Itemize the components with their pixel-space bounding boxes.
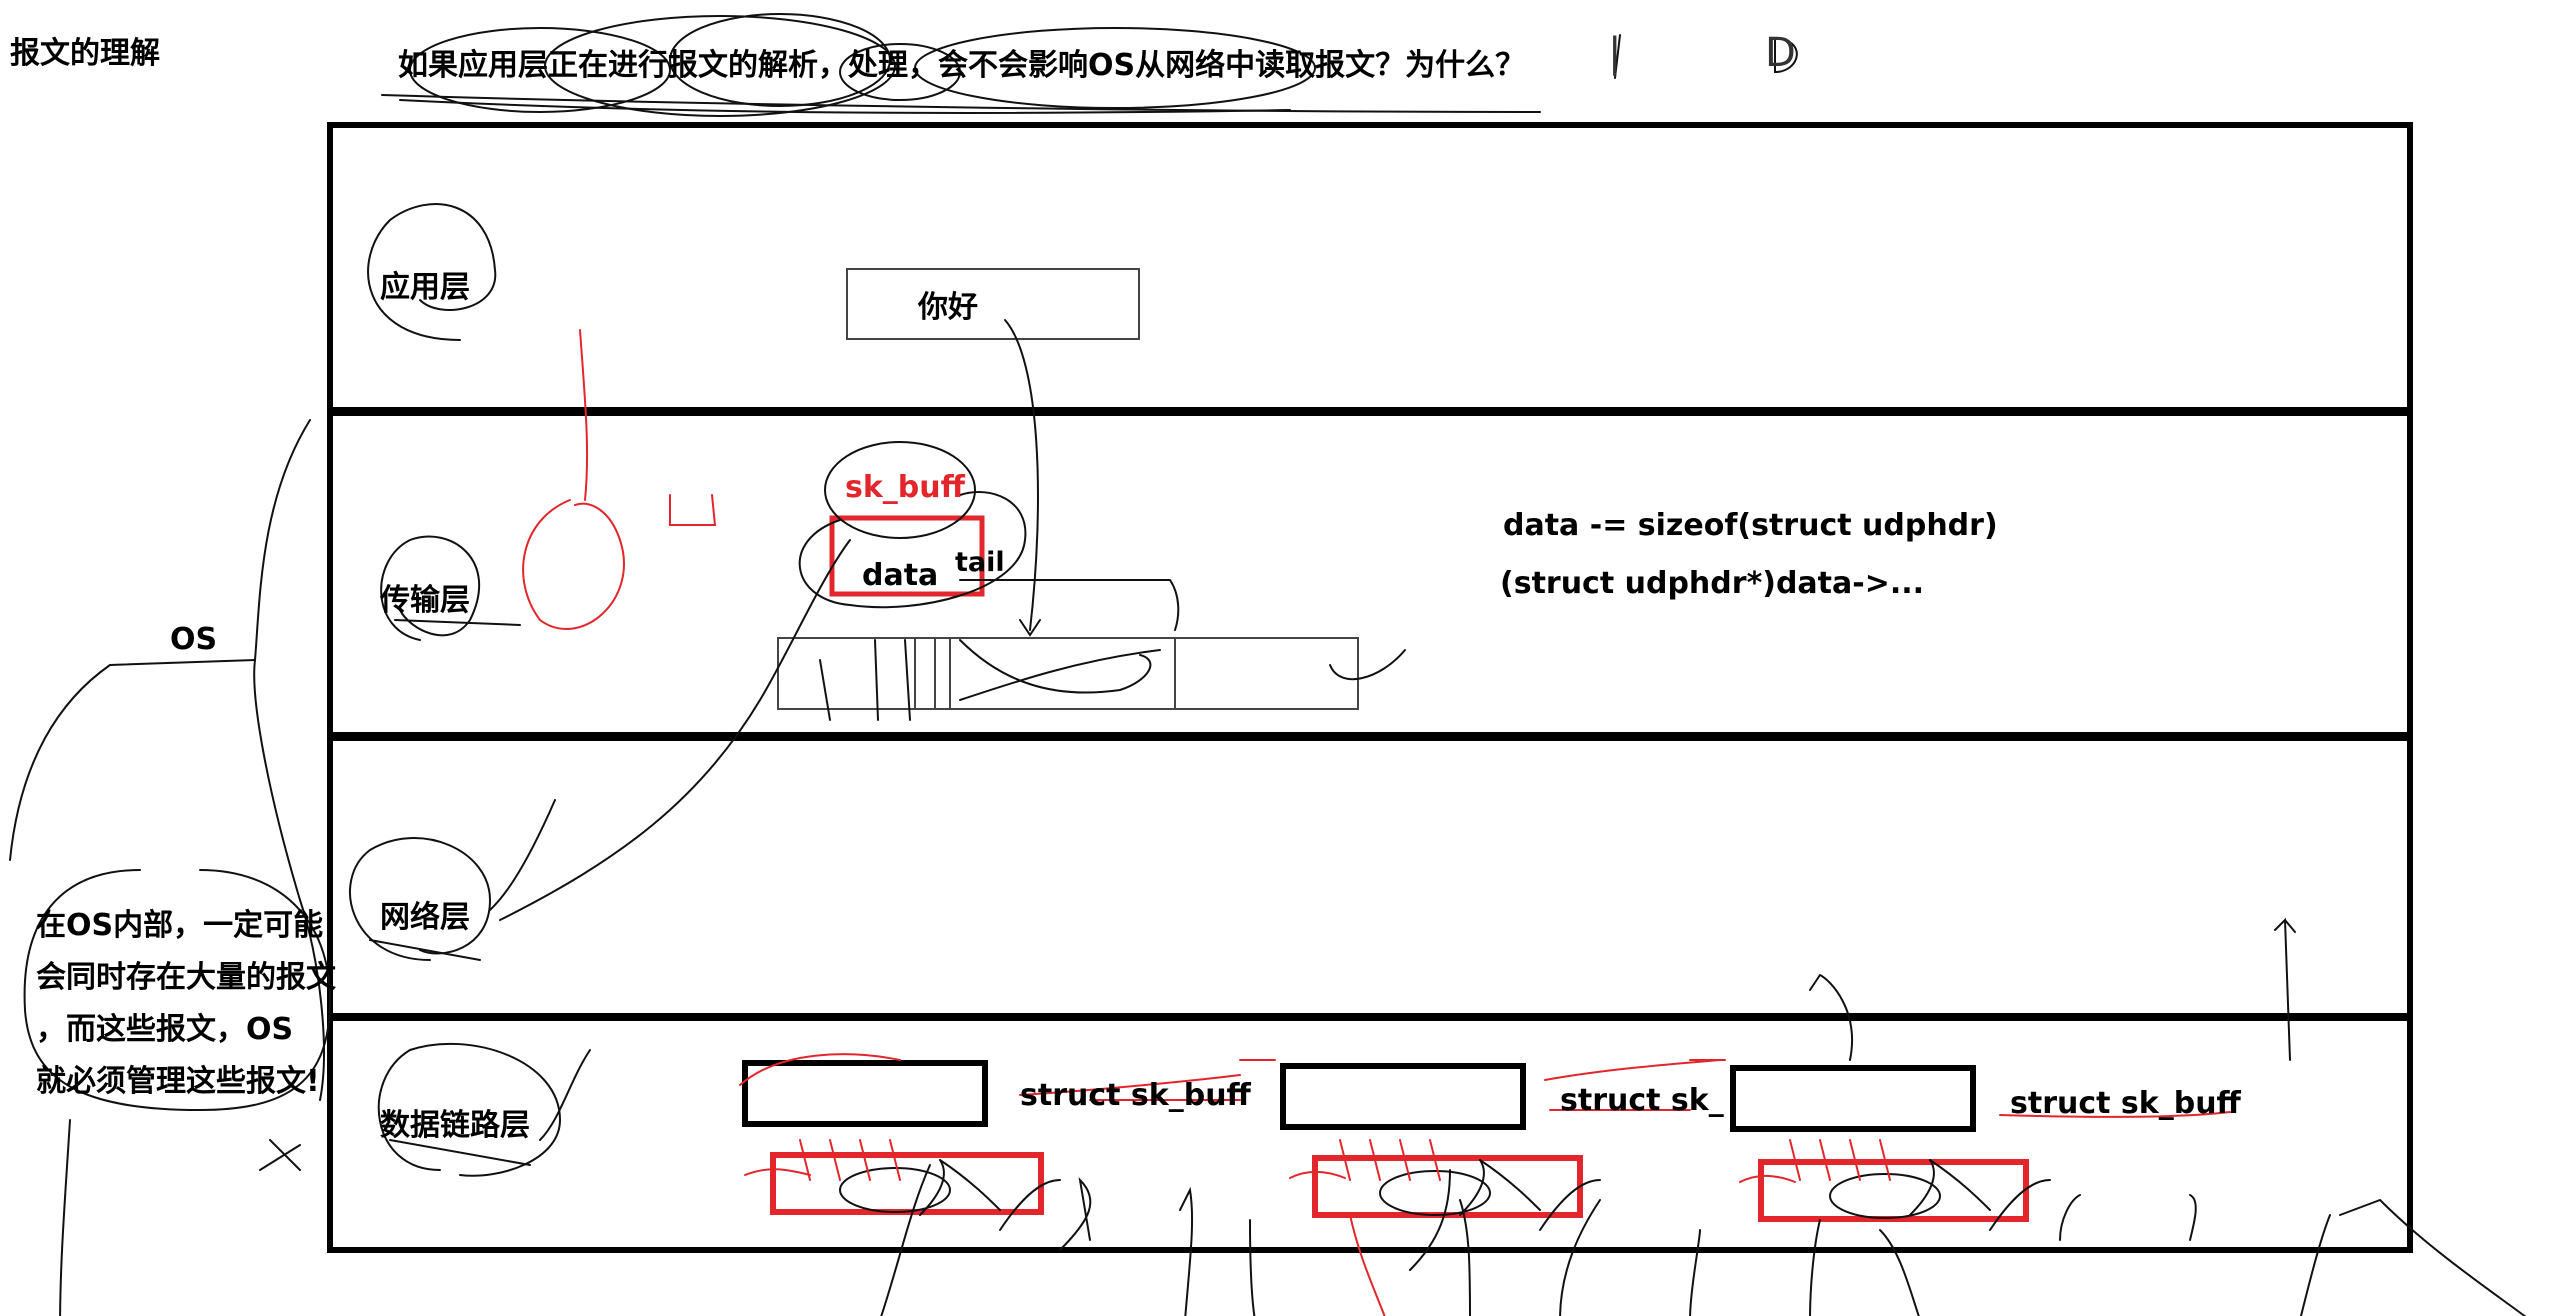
tail-pointer-label: tail xyxy=(955,547,1005,578)
skb-block-1-data xyxy=(770,1152,1044,1215)
layer-box-datalink xyxy=(327,1015,2413,1253)
packet-strip xyxy=(777,637,1359,710)
os-note: 在OS内部，一定可能 会同时存在大量的报文 ，而这些报文，OS 就必须管理这些报… xyxy=(36,900,336,1108)
layer-label-transport: 传输层 xyxy=(380,583,470,618)
payload-box xyxy=(846,268,1140,340)
skb-blocks xyxy=(742,1060,2029,1222)
sk-buff-box xyxy=(829,515,985,597)
question-text: 如果应用层正在进行报文的解析，处理，会不会影响OS从网络中读取报文？为什么？ xyxy=(398,48,1526,83)
layer-box-application xyxy=(327,122,2413,413)
code-line-2: (struct udphdr*)data->... xyxy=(1500,566,1925,601)
payload-text: 你好 xyxy=(918,290,978,325)
skb-block-2-data xyxy=(1312,1155,1583,1218)
skb-block-2-head xyxy=(1280,1063,1526,1130)
page-title: 报文的理解 xyxy=(10,36,160,71)
struct-label-1: struct sk_buff xyxy=(1020,1078,1251,1113)
note-line-2: 会同时存在大量的报文 xyxy=(36,960,336,995)
skb-block-3-head xyxy=(1730,1065,1976,1132)
struct-label-3: struct sk_buff xyxy=(2010,1086,2241,1121)
skb-block-3-data xyxy=(1758,1159,2029,1222)
os-label: OS xyxy=(170,622,218,657)
data-pointer-label: data xyxy=(862,558,939,593)
note-line-1: 在OS内部，一定可能 xyxy=(36,908,324,943)
note-line-4: 就必须管理这些报文! xyxy=(36,1064,320,1099)
ink-scribbles xyxy=(9,13,2527,1316)
skb-block-1-head xyxy=(742,1060,988,1127)
sk-buff-label: sk_buff xyxy=(845,470,965,505)
top-mark-2: D xyxy=(1765,30,1796,76)
layer-stack xyxy=(327,122,2413,1253)
layer-box-transport xyxy=(327,410,2413,738)
layer-label-network: 网络层 xyxy=(380,900,470,935)
layer-label-application: 应用层 xyxy=(380,270,470,305)
struct-label-2: struct sk_ xyxy=(1560,1083,1724,1118)
top-mark-1: | xyxy=(1608,30,1622,76)
layer-box-network xyxy=(327,735,2413,1019)
note-line-3: ，而这些报文，OS xyxy=(36,1012,294,1047)
red-scribbles xyxy=(522,329,2231,1316)
code-line-1: data -= sizeof(struct udphdr) xyxy=(1503,508,1998,543)
layer-label-datalink: 数据链路层 xyxy=(380,1108,530,1143)
